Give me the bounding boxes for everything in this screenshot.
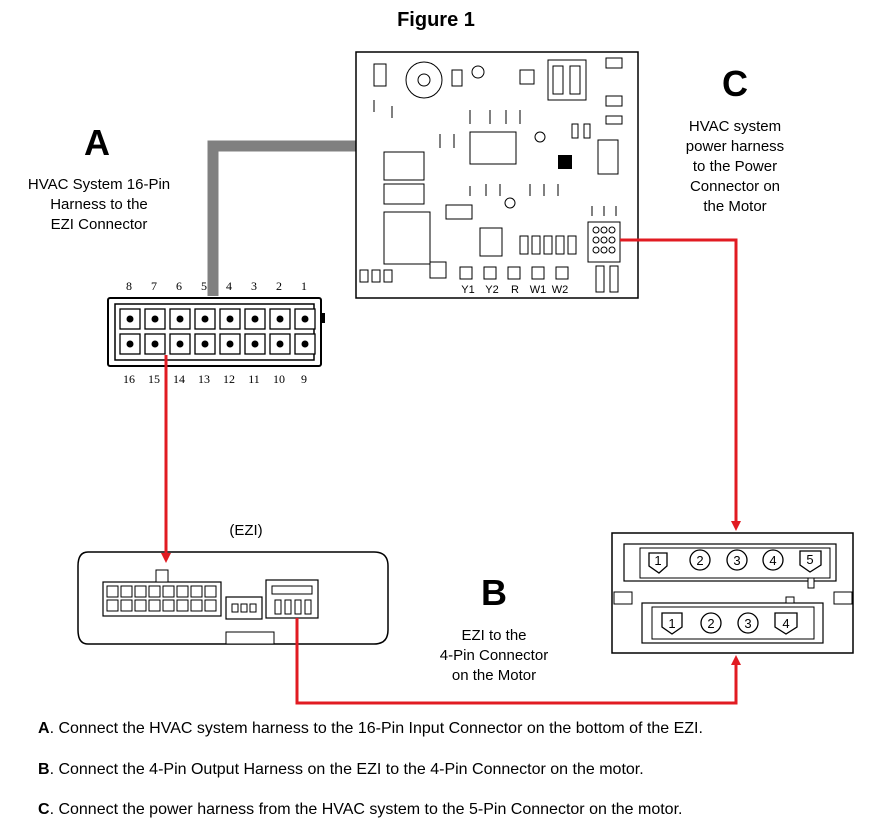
pin-contact <box>226 340 234 348</box>
pin-contact <box>276 340 284 348</box>
pin-contact <box>251 315 259 323</box>
pin-number-label: 16 <box>123 372 135 386</box>
callout-letter-a: A <box>84 122 110 163</box>
motor-pin-label: 2 <box>696 553 703 568</box>
pin-contact <box>126 315 134 323</box>
callout-label-c: HVAC system power harness to the Power C… <box>685 118 785 215</box>
ezi-pin-socket <box>134 599 147 612</box>
gray-harness-a <box>207 140 356 296</box>
motor-pin-label: 1 <box>654 553 661 568</box>
callout-label-a: HVAC System 16-Pin Harness to the EZI Co… <box>27 176 171 233</box>
motor-pin-label: 3 <box>733 553 740 568</box>
pin-number-label: 9 <box>301 372 307 386</box>
instruction-text: . Connect the 4-Pin Output Harness on th… <box>49 761 644 778</box>
terminal-label: R <box>511 284 519 296</box>
ezi-pin-socket <box>148 599 161 612</box>
motor-pin-label: 5 <box>806 552 813 567</box>
pin-number-label: 5 <box>201 279 207 293</box>
motor-connector-block: 1 2 3 4 5 1 2 3 4 <box>611 532 854 654</box>
ezi-pin-socket <box>106 585 119 598</box>
instruction-letter: B <box>38 761 50 778</box>
instruction-a: A. Connect the HVAC system harness to th… <box>38 720 703 738</box>
motor-pin-label: 4 <box>782 616 789 631</box>
pin-number-label: 8 <box>126 279 132 293</box>
pin-contact <box>151 340 159 348</box>
pin-contact <box>276 315 284 323</box>
ezi-pin-socket <box>176 599 189 612</box>
ezi-pin-socket <box>204 585 217 598</box>
figure-title: Figure 1 <box>397 9 475 31</box>
ezi-label: (EZI) <box>229 522 263 539</box>
ezi-pin-socket <box>148 585 161 598</box>
pin-number-label: 1 <box>301 279 307 293</box>
pin-contact <box>176 315 184 323</box>
callout-letter-b: B <box>481 572 507 613</box>
ezi-pin-socket <box>190 585 203 598</box>
pin-contact <box>151 315 159 323</box>
red-wire-c <box>620 238 741 531</box>
hvac-16-pin-connector: 8 7 6 5 4 3 2 1 16 15 14 13 12 11 10 9 <box>107 279 325 386</box>
pin-number-label: 10 <box>273 372 285 386</box>
pin-contact <box>301 315 309 323</box>
callout-label-b: EZI to the 4-Pin Connector on the Motor <box>439 627 549 684</box>
pin-number-label: 12 <box>223 372 235 386</box>
ezi-pin-socket <box>162 585 175 598</box>
ezi-pin-socket <box>204 599 217 612</box>
pin-number-label: 13 <box>198 372 210 386</box>
ezi-pin-socket <box>162 599 175 612</box>
pin-contact <box>201 340 209 348</box>
motor-pin-label: 2 <box>707 616 714 631</box>
pin-number-label: 14 <box>173 372 185 386</box>
pin-number-label: 6 <box>176 279 182 293</box>
pin-number-label: 15 <box>148 372 160 386</box>
ezi-pin-socket <box>190 599 203 612</box>
terminal-label: W2 <box>552 284 569 296</box>
terminal-block <box>459 266 569 280</box>
pin-contact <box>176 340 184 348</box>
instruction-text: . Connect the HVAC system harness to the… <box>49 720 703 737</box>
pin-contact <box>301 340 309 348</box>
callout-letter-c: C <box>722 63 748 104</box>
ezi-module <box>77 551 389 645</box>
terminal-label: Y1 <box>461 284 474 296</box>
pin-number-label: 7 <box>151 279 157 293</box>
pin-contact <box>201 315 209 323</box>
pin-number-label: 11 <box>248 372 260 386</box>
instruction-text: . Connect the power harness from the HVA… <box>49 801 683 818</box>
motor-pin-label: 3 <box>744 616 751 631</box>
instruction-b: B. Connect the 4-Pin Output Harness on t… <box>38 761 644 779</box>
terminal-label: Y2 <box>485 284 498 296</box>
ezi-pin-socket <box>134 585 147 598</box>
red-wire-b <box>295 618 741 705</box>
pin-contact <box>251 340 259 348</box>
pin-number-label: 2 <box>276 279 282 293</box>
instruction-letter: C <box>38 801 50 818</box>
ezi-pin-socket <box>120 599 133 612</box>
motor-pin-label: 4 <box>769 553 776 568</box>
pin-contact <box>126 340 134 348</box>
instruction-c: C. Connect the power harness from the HV… <box>38 801 682 819</box>
terminal-label: W1 <box>530 284 547 296</box>
pin-number-label: 3 <box>251 279 257 293</box>
instruction-letter: A <box>38 720 50 737</box>
control-board: Y1 Y2 R W1 W2 <box>355 51 639 299</box>
ezi-pin-socket <box>120 585 133 598</box>
motor-pin-label: 1 <box>668 616 675 631</box>
ezi-pin-socket <box>176 585 189 598</box>
pin-number-label: 4 <box>226 279 232 293</box>
pin-contact <box>226 315 234 323</box>
ezi-pin-socket <box>106 599 119 612</box>
